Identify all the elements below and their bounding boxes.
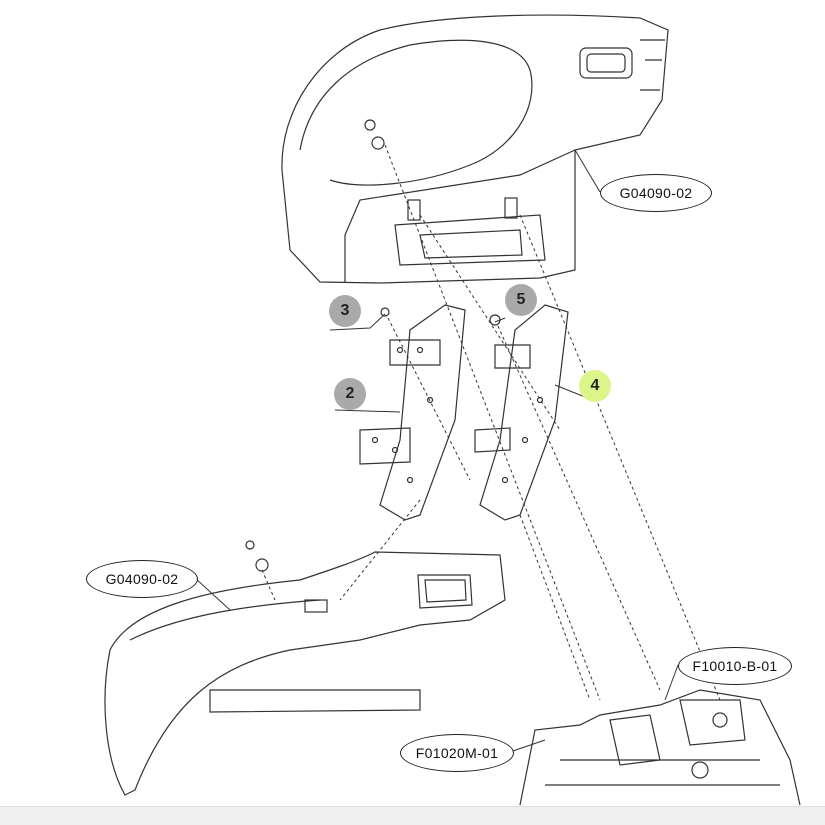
bottom-bar xyxy=(0,806,825,825)
part-callout-top-fender: G04090-02 xyxy=(600,174,712,212)
bracket-right-part xyxy=(474,304,569,521)
chassis-frame-part xyxy=(519,689,801,806)
item-badge-3: 3 xyxy=(329,295,361,327)
item-badge-4-highlighted: 4 xyxy=(579,370,611,402)
part-callout-left-fender: G04090-02 xyxy=(86,560,198,598)
left-fender-part xyxy=(104,551,506,796)
leader-lines xyxy=(194,149,679,753)
part-callout-frame-left: F01020M-01 xyxy=(400,734,514,772)
assembly-lines xyxy=(261,144,721,701)
item-badge-2: 2 xyxy=(334,378,366,410)
part-callout-frame-right: F10010-B-01 xyxy=(678,647,792,685)
top-fender-part xyxy=(281,14,669,284)
item-badge-5: 5 xyxy=(505,284,537,316)
bracket-left-part xyxy=(359,304,466,521)
